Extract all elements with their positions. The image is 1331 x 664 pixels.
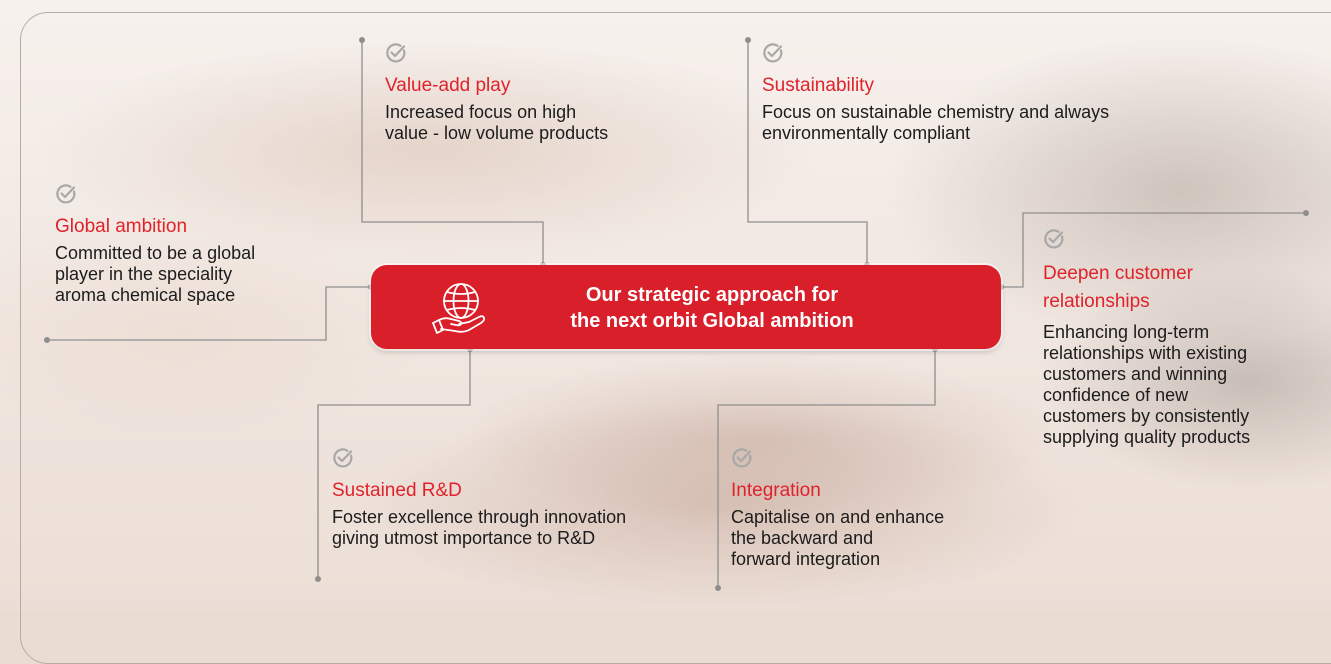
pillar-desc-line: environmentally compliant xyxy=(762,123,971,143)
connector-deepen-customer xyxy=(1001,212,1306,288)
pillar-title: Deepen customer xyxy=(1043,263,1193,284)
pillar-title: relationships xyxy=(1043,291,1150,312)
center-title-line: the next orbit Global ambition xyxy=(570,310,854,332)
check-circle-icon xyxy=(386,43,406,63)
check-circle-icon xyxy=(56,184,76,204)
pillar-global-ambition: Global ambition Committed to be a global… xyxy=(55,183,255,306)
pillar-sustained-rd: Sustained R&D Foster excellence through … xyxy=(332,447,626,549)
center-title: Our strategic approach for the next orbi… xyxy=(536,282,888,334)
pillar-title: Value-add play xyxy=(385,75,511,96)
pillar-desc-line: Capitalise on and enhance xyxy=(731,507,945,527)
pillar-desc-line: Committed to be a global xyxy=(55,243,256,263)
pillar-desc-line: customers and winning xyxy=(1043,364,1228,384)
pillar-title: Sustained R&D xyxy=(332,480,462,501)
pillar-desc-line: Foster excellence through innovation xyxy=(332,507,627,527)
strategy-center-box: Our strategic approach for the next orbi… xyxy=(371,265,1001,349)
connector-lines xyxy=(44,37,1309,591)
pillar-desc-line: Enhancing long-term xyxy=(1043,322,1210,342)
center-title-line: Our strategic approach for xyxy=(585,284,839,306)
connector-dot xyxy=(315,576,321,582)
connector-sustainability xyxy=(747,40,868,265)
connector-dot xyxy=(44,337,50,343)
check-circle-icon xyxy=(1044,229,1064,249)
pillar-desc-line: supplying quality products xyxy=(1043,427,1251,447)
pillar-desc-line: Increased focus on high xyxy=(385,102,577,122)
connector-sustained-rd xyxy=(317,349,471,579)
pillar-desc-line: forward integration xyxy=(731,549,881,569)
check-circle-icon xyxy=(763,43,783,63)
connector-dot xyxy=(359,37,365,43)
pillar-integration: Integration Capitalise on and enhance th… xyxy=(731,447,944,570)
connector-integration xyxy=(717,349,936,588)
check-circle-icon xyxy=(732,448,752,468)
pillar-desc-line: value - low volume products xyxy=(385,123,609,143)
pillar-title: Integration xyxy=(731,480,821,501)
pillar-title: Sustainability xyxy=(762,75,874,96)
pillar-title: Global ambition xyxy=(55,216,188,237)
connector-global-ambition xyxy=(47,286,371,341)
globe-in-hand-icon xyxy=(432,283,486,334)
pillar-desc-line: confidence of new xyxy=(1043,385,1189,405)
pillar-desc-line: player in the speciality xyxy=(55,264,233,284)
connector-dot xyxy=(715,585,721,591)
pillar-sustainability: Sustainability Focus on sustainable chem… xyxy=(762,42,1109,144)
connector-dot xyxy=(1303,210,1309,216)
pillar-desc-line: relationships with existing xyxy=(1043,343,1248,363)
check-circle-icon xyxy=(333,448,353,468)
pillar-desc-line: aroma chemical space xyxy=(55,285,236,305)
pillar-value-add: Value-add play Increased focus on high v… xyxy=(385,42,608,144)
pillar-desc-line: customers by consistently xyxy=(1043,406,1250,426)
connector-value-add xyxy=(361,40,544,265)
connector-dot xyxy=(745,37,751,43)
pillar-desc-line: giving utmost importance to R&D xyxy=(332,528,596,548)
pillar-deepen-customer: Deepen customer relationships Enhancing … xyxy=(1043,228,1250,448)
pillar-desc-line: Focus on sustainable chemistry and alway… xyxy=(762,102,1110,122)
pillar-desc-line: the backward and xyxy=(731,528,874,548)
